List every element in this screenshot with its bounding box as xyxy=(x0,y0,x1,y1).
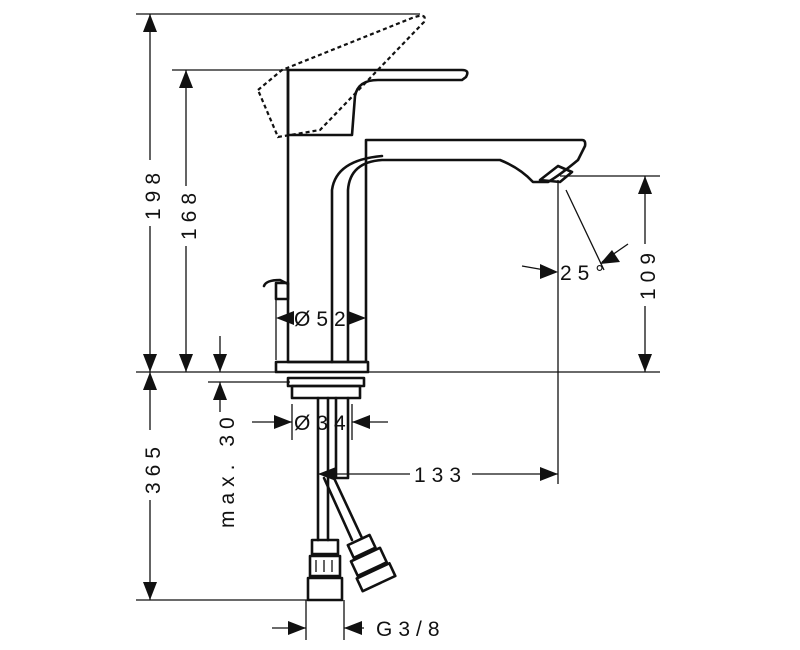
dim-label-168: 168 xyxy=(178,187,201,240)
dim-label-diameter-34: Ø34 xyxy=(294,412,352,435)
dim-label-198: 198 xyxy=(142,167,165,220)
extension-lines xyxy=(136,13,660,640)
dim-label-g3-8: G3/8 xyxy=(376,618,446,641)
faucet-outline xyxy=(256,14,587,602)
dim-label-max-30: max. 30 xyxy=(216,411,239,528)
dim-label-365: 365 xyxy=(142,441,165,494)
dim-label-25-degree: 25° xyxy=(560,262,610,285)
dim-label-diameter-52: Ø52 xyxy=(294,308,352,331)
dim-label-133: 133 xyxy=(414,464,467,487)
dim-label-109: 109 xyxy=(637,247,660,300)
dimension-lines xyxy=(143,14,652,635)
